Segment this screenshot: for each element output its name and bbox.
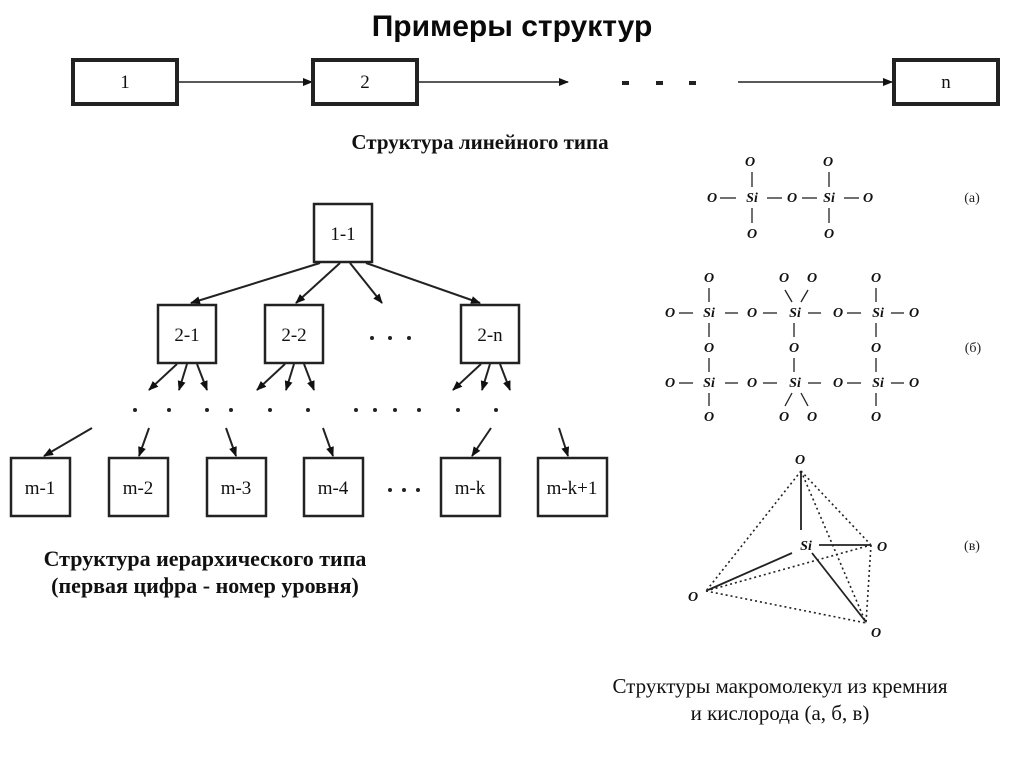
tree-node-level2: 2-2 [263, 303, 325, 365]
silicon-atom: Si [746, 191, 758, 206]
tree-arrow [349, 262, 383, 304]
oxygen-atom: O [787, 191, 797, 206]
tree-dots-row [133, 408, 498, 412]
molecule-label-b: (б) [965, 341, 982, 356]
tree-ellipsis [388, 488, 420, 492]
tree-arrow [295, 262, 341, 304]
tree-node-label: m-3 [221, 478, 252, 499]
page-title: Примеры структур [371, 10, 653, 43]
linear-node-label: 1 [120, 72, 130, 93]
oxygen-atom: O [665, 376, 675, 391]
tree-node-label: m-2 [123, 478, 154, 499]
linear-node-label: 2 [360, 72, 370, 93]
silicon-atom: Si [800, 539, 812, 554]
tree-node-leaf: m-3 [205, 456, 268, 518]
oxygen-atom: O [704, 410, 714, 425]
oxygen-atom: O [877, 540, 887, 555]
hierarchy-structure: 1-1 2-1 2-2 2-n [9, 202, 609, 518]
silicon-atom: Si [872, 306, 884, 321]
oxygen-atom: O [871, 410, 881, 425]
linear-structure-caption: Структура линейного типа [351, 130, 609, 154]
macromolecule-caption-line1: Структуры макромолекул из кремния [612, 674, 948, 698]
tree-node-leaf: m-k+1 [536, 456, 609, 518]
silicon-atom: Si [823, 191, 835, 206]
tree-arrow [190, 262, 321, 305]
tree-node-label: m-1 [25, 478, 56, 499]
oxygen-atom: O [704, 341, 714, 356]
tree-node-leaf: m-2 [107, 456, 170, 518]
oxygen-atom: O [704, 271, 714, 286]
oxygen-atom: O [688, 590, 698, 605]
oxygen-atom: O [807, 410, 817, 425]
oxygen-atom: O [824, 227, 834, 242]
molecule-c: O Si O O O (в) [688, 453, 980, 641]
tree-node-level2: 2-n [459, 303, 521, 365]
tree-arrow [365, 262, 481, 304]
oxygen-atom: O [707, 191, 717, 206]
linear-structure: 1 2 n [71, 58, 1000, 106]
oxygen-atom: O [833, 376, 843, 391]
tree-fanout-arrows [148, 363, 511, 391]
silicon-atom: Si [789, 306, 801, 321]
silicon-atom: Si [703, 306, 715, 321]
tree-node-leaf: m-1 [9, 456, 72, 518]
hierarchy-structure-caption: Структура иерархического типа (первая ци… [0, 545, 410, 599]
tree-node-label: 2-2 [281, 325, 306, 346]
linear-node: n [892, 58, 1000, 106]
molecule-label-c: (в) [964, 539, 980, 554]
tree-node-label: 2-1 [174, 325, 199, 346]
oxygen-atom: O [871, 341, 881, 356]
macromolecule-caption: Структуры макромолекул из кремния и кисл… [555, 673, 1005, 727]
molecule-a: O O Si O Si O O O O (a) [707, 155, 980, 242]
macromolecule-caption-line2: и кислорода (а, б, в) [690, 701, 870, 725]
tree-node-label: 2-n [477, 325, 503, 346]
linear-node: 1 [71, 58, 179, 106]
oxygen-atom: O [747, 227, 757, 242]
molecule-label-a: (a) [964, 191, 980, 206]
tree-node-leaf: m-k [439, 456, 502, 518]
oxygen-atom: O [909, 376, 919, 391]
tree-node-level2: 2-1 [156, 303, 218, 365]
tree-node-label: m-4 [318, 478, 349, 499]
tree-node-label: 1-1 [330, 224, 355, 245]
oxygen-atom: O [745, 155, 755, 170]
tree-node-label: m-k [455, 478, 486, 499]
hierarchy-caption-line2: (первая цифра - номер уровня) [51, 573, 359, 598]
oxygen-atom: O [823, 155, 833, 170]
oxygen-atom: O [665, 306, 675, 321]
silicon-atom: Si [703, 376, 715, 391]
hierarchy-caption-line1: Структура иерархического типа [43, 546, 367, 571]
oxygen-atom: O [871, 626, 881, 641]
oxygen-atom: O [747, 306, 757, 321]
linear-ellipsis [622, 81, 696, 85]
oxygen-atom: O [779, 410, 789, 425]
oxygen-atom: O [807, 271, 817, 286]
tree-ellipsis [370, 336, 411, 340]
oxygen-atom: O [863, 191, 873, 206]
linear-node-label: n [941, 72, 951, 93]
oxygen-atom: O [909, 306, 919, 321]
tree-node-root: 1-1 [312, 202, 374, 264]
oxygen-atom: O [747, 376, 757, 391]
oxygen-atom: O [871, 271, 881, 286]
tree-node-leaf: m-4 [302, 456, 365, 518]
silicon-atom: Si [872, 376, 884, 391]
oxygen-atom: O [779, 271, 789, 286]
tree-leaf-arrows [43, 427, 570, 457]
linear-node: 2 [311, 58, 419, 106]
oxygen-atom: O [833, 306, 843, 321]
oxygen-atom: O [789, 341, 799, 356]
molecule-b: O O O O O Si O Si O Si O O O O O Si [665, 271, 982, 425]
silicon-atom: Si [789, 376, 801, 391]
oxygen-atom: O [795, 453, 805, 468]
tree-node-label: m-k+1 [547, 478, 598, 499]
